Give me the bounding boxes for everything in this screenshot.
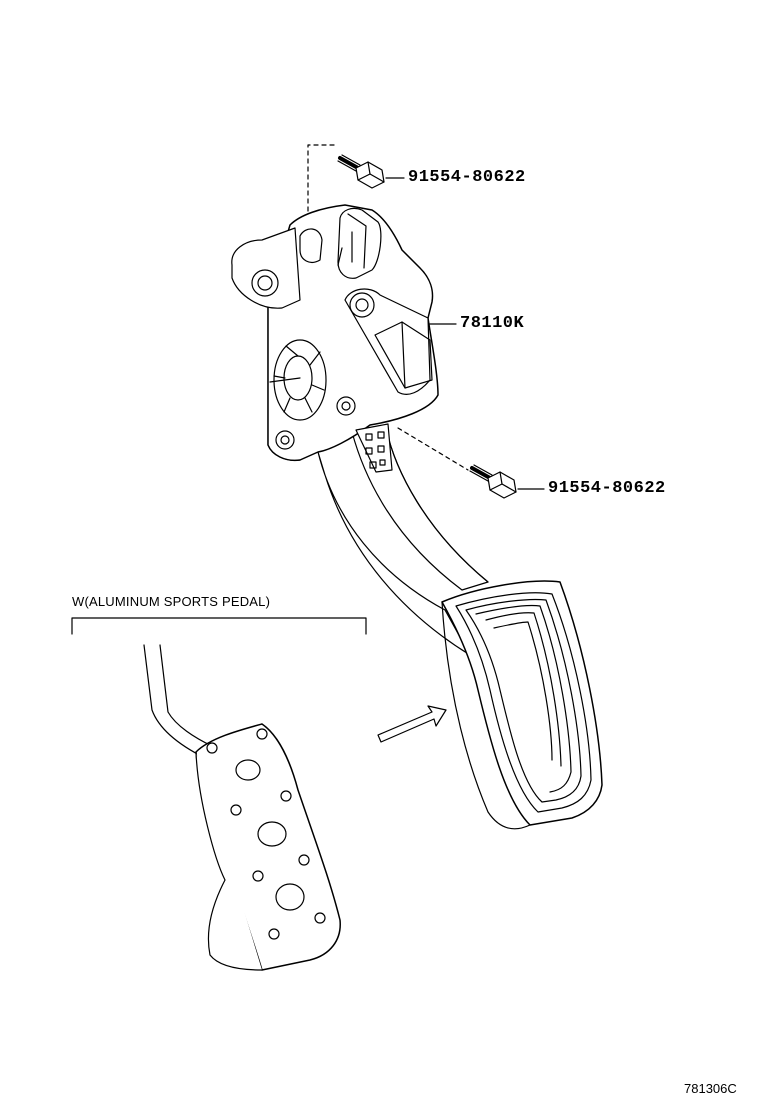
lower-bolt-icon xyxy=(469,464,517,499)
upper-bolt-dash-guide xyxy=(307,144,335,306)
variant-bracket xyxy=(71,617,367,635)
spring-wheel xyxy=(269,339,327,421)
sensor-connector xyxy=(337,207,382,279)
aluminum-sports-pedal xyxy=(143,644,341,971)
upper-bolt-icon xyxy=(337,154,385,189)
figure-code: 781306C xyxy=(684,1081,737,1096)
sensor-housing xyxy=(231,204,439,473)
pedal-pad xyxy=(441,580,603,830)
arrow-icon xyxy=(377,705,447,743)
upper-bolt-part-number: 91554-80622 xyxy=(408,168,526,187)
variant-caption: W(ALUMINUM SPORTS PEDAL) xyxy=(72,594,271,609)
pedal-assembly-part-number: 78110K xyxy=(460,314,525,333)
lower-bolt-dash-guide xyxy=(397,427,469,471)
lower-bolt-part-number: 91554-80622 xyxy=(548,479,666,498)
